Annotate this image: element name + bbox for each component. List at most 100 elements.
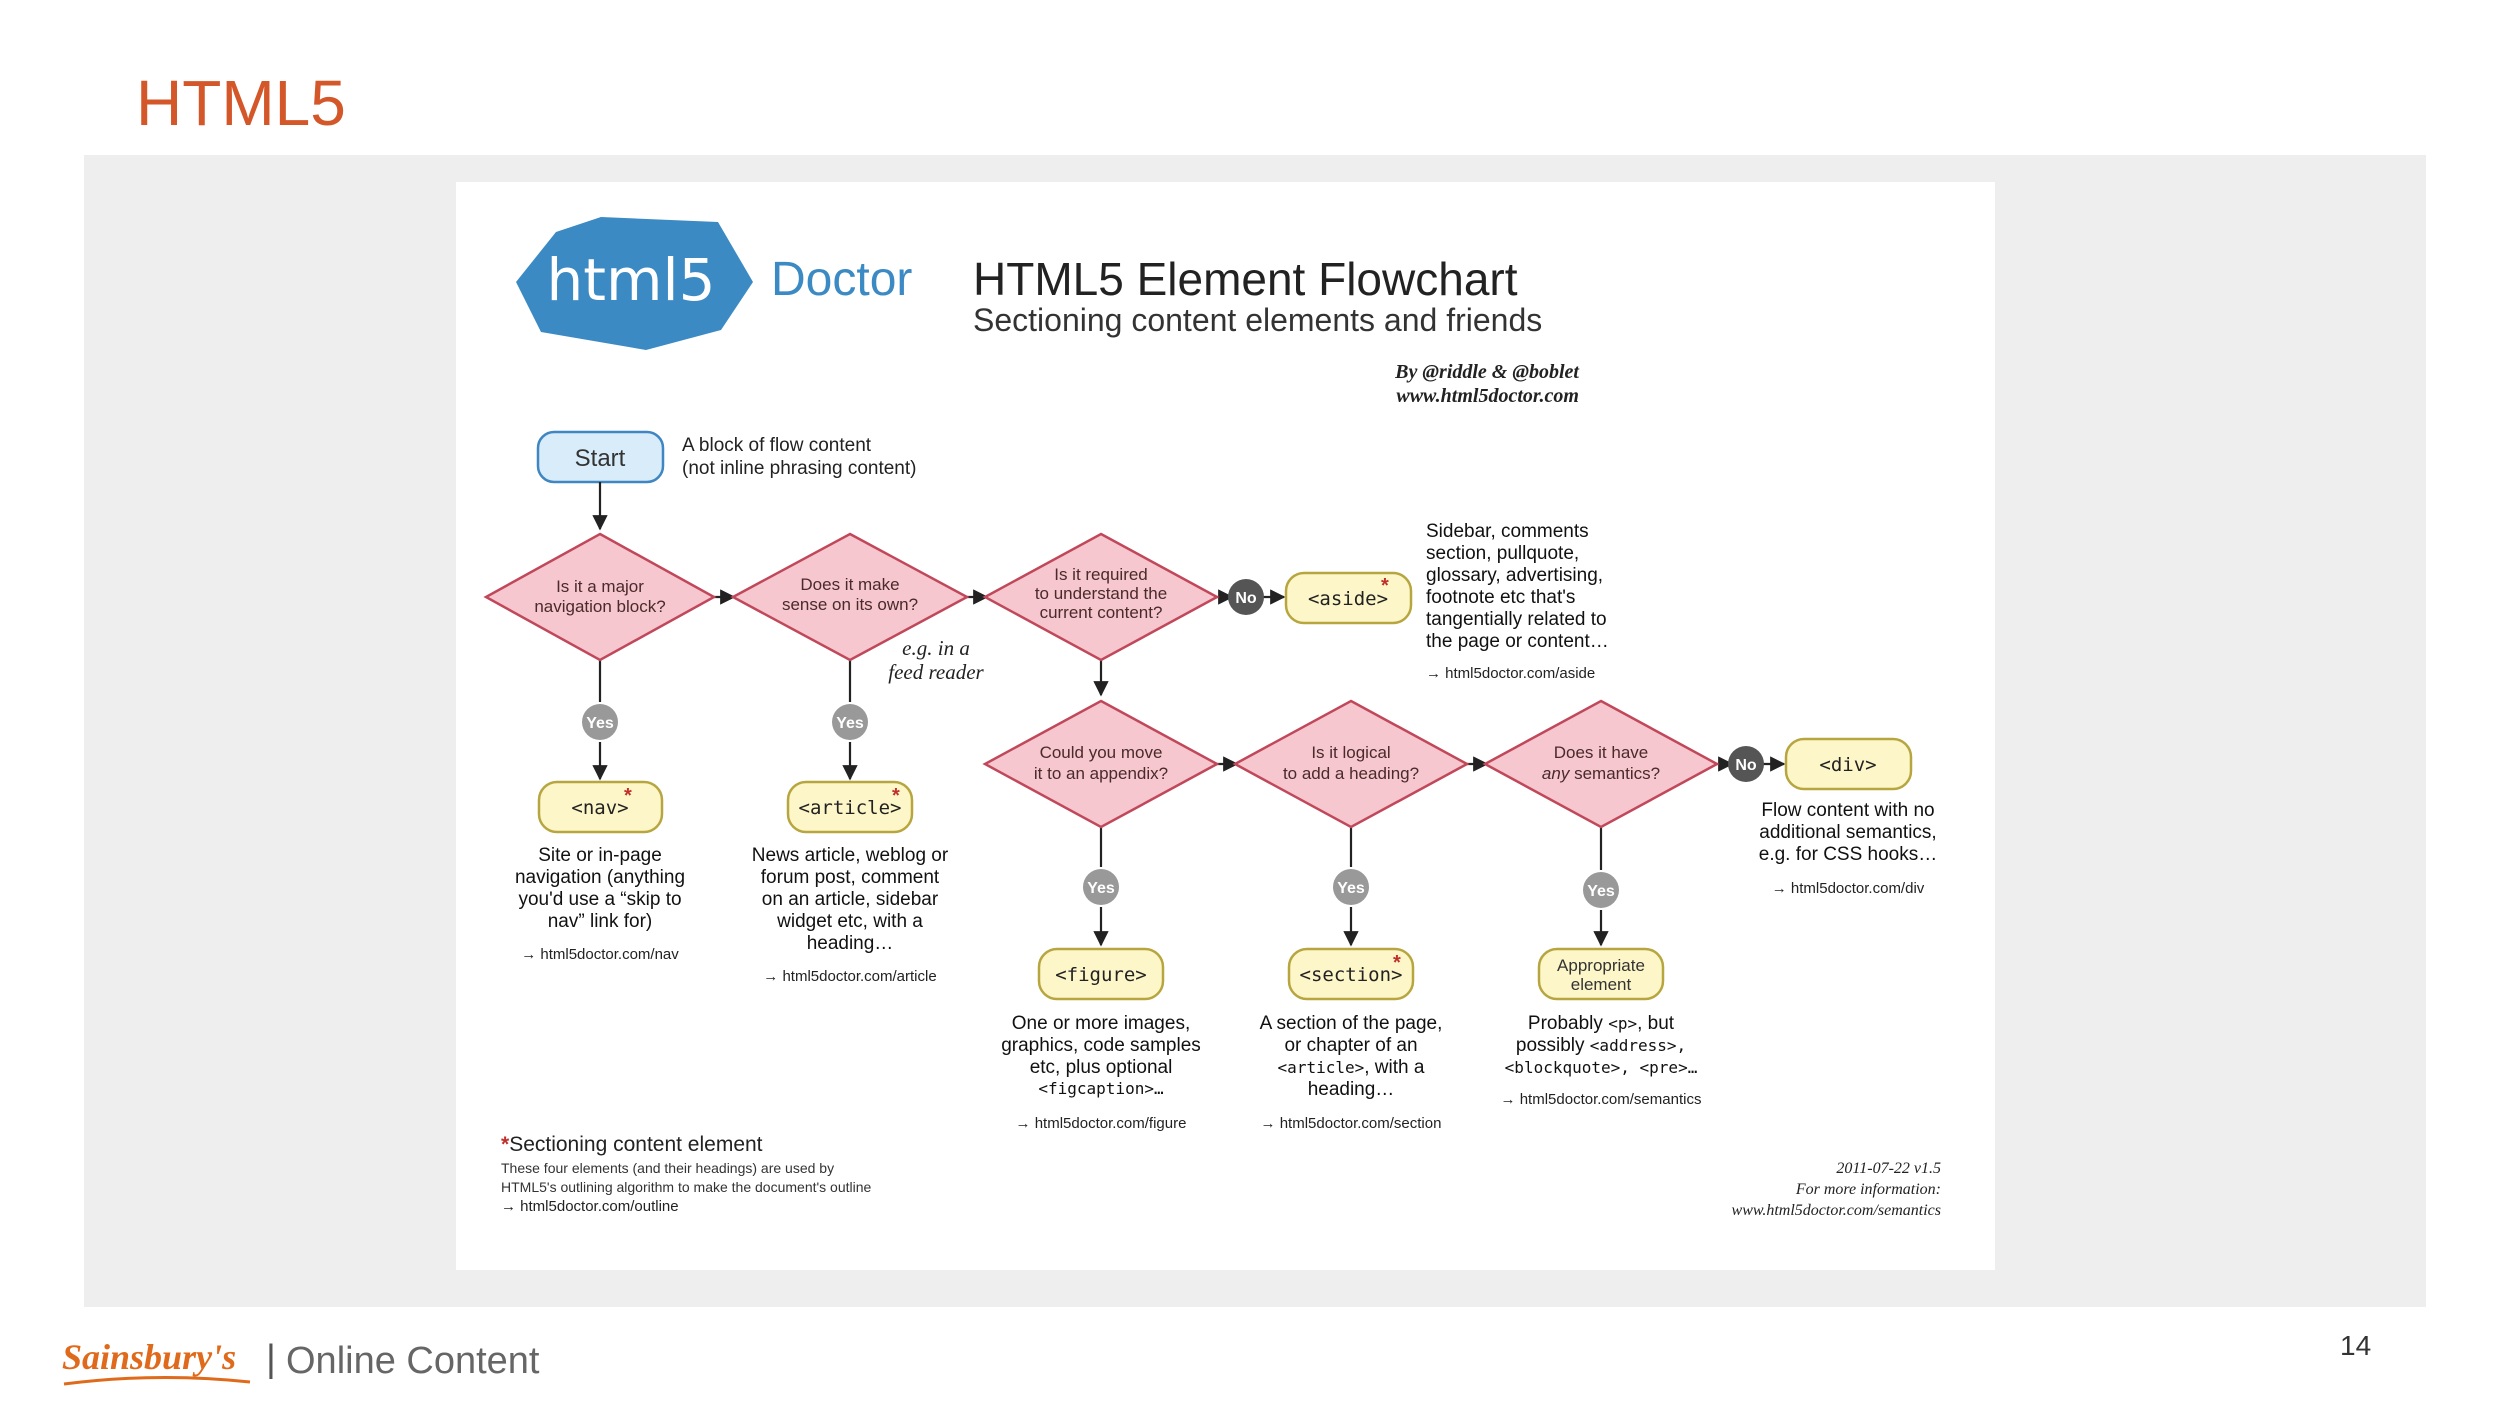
desc-section-1: A section of the page, xyxy=(1260,1013,1443,1034)
desc-aside-2: section, pullquote, xyxy=(1426,543,1579,564)
desc-figure-1: One or more images, xyxy=(1012,1013,1190,1034)
decision-section xyxy=(1232,699,1470,829)
desc-aside-1: Sidebar, comments xyxy=(1426,521,1589,542)
link-nav[interactable]: → html5doctor.com/nav xyxy=(521,946,679,963)
element-nav xyxy=(537,780,664,834)
version-more: For more information: xyxy=(1795,1181,1941,1198)
no-badge-div xyxy=(1728,746,1764,782)
desc-semantics-3: <blockquote>, <pre>… xyxy=(1505,1058,1698,1077)
legend-line-1: These four elements (and their headings)… xyxy=(501,1160,834,1176)
page-number: 14 xyxy=(2340,1330,2372,1361)
logo-badge-text: html5 xyxy=(546,246,715,314)
no-text-div: No xyxy=(1735,757,1757,774)
link-figure[interactable]: → html5doctor.com/figure xyxy=(1016,1115,1187,1132)
desc-div-2: additional semantics, xyxy=(1759,822,1936,843)
desc-section-code: <article> xyxy=(1278,1058,1365,1077)
flowchart-image: html5 Doctor HTML5 Element Flowchart Sec… xyxy=(456,182,1995,1270)
desc-semantics-1a: Probably xyxy=(1528,1013,1608,1034)
sectioning-star-section: * xyxy=(1393,952,1401,974)
desc-semantics-1: Probably <p>, but xyxy=(1528,1013,1675,1034)
chart-subtitle: Sectioning content elements and friends xyxy=(973,302,1542,338)
start-note-1: A block of flow content xyxy=(682,435,872,456)
footer-section-title: Online Content xyxy=(286,1340,540,1382)
legend-star: * xyxy=(501,1133,510,1156)
element-div-label: <div> xyxy=(1819,754,1876,776)
logo-word: Doctor xyxy=(771,253,912,306)
slide-title: HTML5 xyxy=(136,67,346,139)
element-nav-label: <nav> xyxy=(571,797,628,819)
q-nav-2: navigation block? xyxy=(534,597,665,616)
legend-line-2: HTML5's outlining algorithm to make the … xyxy=(501,1179,872,1195)
link-article[interactable]: → html5doctor.com/article xyxy=(763,968,936,985)
desc-article-3: on an article, sidebar xyxy=(762,889,939,910)
q-article-2: sense on its own? xyxy=(782,595,918,614)
sainsburys-logo: Sainsbury's xyxy=(62,1337,237,1377)
q-div-1: Does it have xyxy=(1554,743,1649,762)
sectioning-star-aside: * xyxy=(1381,575,1389,597)
desc-semantics-1b: , but xyxy=(1637,1013,1675,1034)
q-figure-1: Could you move xyxy=(1040,743,1163,762)
connector-stems xyxy=(598,660,1603,870)
chart-title: HTML5 Element Flowchart xyxy=(973,253,1518,305)
yes-badge-nav xyxy=(582,704,618,740)
desc-nav-4: nav” link for) xyxy=(548,911,653,932)
no-text-aside: No xyxy=(1235,590,1257,607)
element-div xyxy=(1784,737,1913,791)
yes-badge-section xyxy=(1333,869,1369,905)
feed-note-2: feed reader xyxy=(888,660,984,684)
desc-semantics-2a: possibly xyxy=(1516,1035,1590,1056)
q-aside-2: to understand the xyxy=(1035,584,1167,603)
legend-title: *Sectioning content element xyxy=(501,1133,763,1156)
desc-section-2: or chapter of an xyxy=(1284,1035,1417,1056)
desc-semantics-2: possibly <address>, xyxy=(1516,1035,1686,1056)
desc-figure-2: graphics, code samples xyxy=(1001,1035,1201,1056)
desc-nav-1: Site or in-page xyxy=(538,845,662,866)
yes-text-section: Yes xyxy=(1337,880,1365,897)
desc-nav-3: you'd use a “skip to xyxy=(518,889,681,910)
q-figure-2: it to an appendix? xyxy=(1034,764,1168,783)
footer-separator: | xyxy=(266,1338,276,1380)
sectioning-star-nav: * xyxy=(624,785,632,807)
element-appropriate-2: element xyxy=(1571,975,1632,994)
link-section[interactable]: → html5doctor.com/section xyxy=(1261,1115,1442,1132)
link-semantics[interactable]: → html5doctor.com/semantics xyxy=(1501,1091,1702,1108)
q-div-em: any xyxy=(1542,764,1571,783)
sectioning-star-article: * xyxy=(892,785,900,807)
q-nav-1: Is it a major xyxy=(556,577,644,596)
start-label: Start xyxy=(575,445,626,472)
no-badge-aside xyxy=(1228,579,1264,615)
desc-aside-4: footnote etc that's xyxy=(1426,587,1575,608)
link-aside[interactable]: → html5doctor.com/aside xyxy=(1426,665,1595,682)
desc-section-tail: , with a xyxy=(1364,1057,1425,1078)
element-figure-label: <figure> xyxy=(1055,964,1147,986)
element-aside xyxy=(1284,571,1413,625)
desc-div-1: Flow content with no xyxy=(1761,800,1934,821)
desc-semantics-2code: <address>, xyxy=(1590,1036,1686,1055)
yes-badge-article xyxy=(832,704,868,740)
q-div-post: semantics? xyxy=(1574,764,1660,783)
decision-div xyxy=(1482,699,1720,829)
desc-figure-code: <figcaption>… xyxy=(1038,1079,1163,1098)
version-url[interactable]: www.html5doctor.com/semantics xyxy=(1732,1202,1941,1219)
q-aside-3: current content? xyxy=(1040,603,1163,622)
yes-badge-semantics xyxy=(1583,872,1619,908)
decision-aside xyxy=(982,532,1220,662)
logo-swoosh-icon xyxy=(63,1375,251,1386)
element-appropriate xyxy=(1537,947,1665,1001)
q-aside-1: Is it required xyxy=(1054,565,1148,584)
decision-nav xyxy=(483,532,717,662)
legend-link[interactable]: → html5doctor.com/outline xyxy=(501,1198,679,1215)
desc-section-4: heading… xyxy=(1308,1079,1395,1100)
q-article-1: Does it make xyxy=(800,575,899,594)
yes-text-figure: Yes xyxy=(1087,880,1115,897)
yes-text-article: Yes xyxy=(836,715,864,732)
element-article xyxy=(786,780,914,834)
logo-badge-shape xyxy=(516,217,753,350)
link-div[interactable]: → html5doctor.com/div xyxy=(1772,880,1925,897)
desc-aside-6: the page or content… xyxy=(1426,631,1609,652)
yes-text-nav: Yes xyxy=(586,715,614,732)
yes-badge-figure xyxy=(1083,869,1119,905)
element-figure xyxy=(1037,947,1165,1001)
feed-note-1: e.g. in a xyxy=(902,636,970,660)
decision-figure xyxy=(982,699,1220,829)
